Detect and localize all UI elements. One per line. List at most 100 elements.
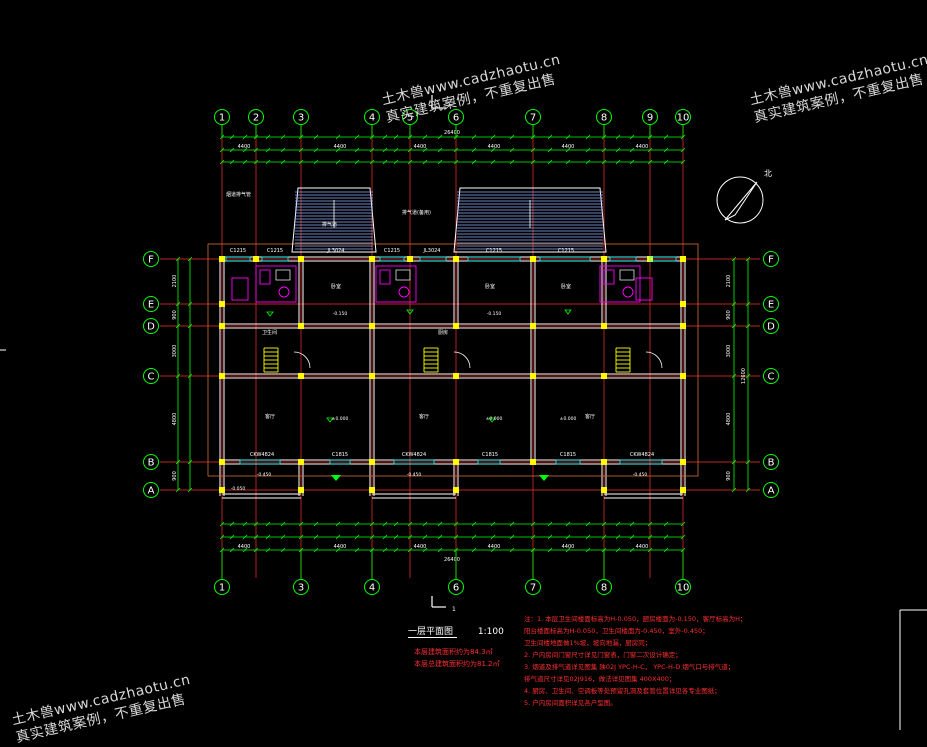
- window-label: JL3024: [327, 248, 345, 254]
- north-label: 北: [764, 169, 772, 178]
- kitchen-counter: [231, 277, 249, 301]
- dimension-tick: [369, 534, 375, 540]
- dimension-tick: [547, 159, 553, 165]
- dimension-tick: [663, 534, 669, 540]
- dimension-tick: [253, 521, 259, 527]
- window-label: C1215: [267, 248, 283, 254]
- grid-bubble-label: D: [767, 322, 775, 333]
- dimension-tick: [280, 147, 286, 153]
- dimension-tick: [369, 521, 375, 527]
- grid-bubble-label: E: [148, 300, 154, 311]
- structural-column: [219, 487, 225, 493]
- dimension-tick: [601, 534, 607, 540]
- balcony-hatches: [291, 187, 607, 253]
- dimension-tick: [187, 459, 193, 465]
- dimension-tick: [219, 521, 225, 527]
- level-marker: [406, 309, 414, 315]
- dimension-tick: [509, 521, 515, 527]
- dimension-tick: [647, 159, 653, 165]
- grid-bubble-label: D: [147, 322, 155, 333]
- area-notes: 本层建筑面积约为84.3㎡ 本层总建筑面积约为81.2㎡: [414, 646, 500, 670]
- grid-bubble-label: 5: [407, 113, 413, 124]
- elevation-label: -0.450: [407, 472, 422, 478]
- dimension-tick: [647, 547, 653, 553]
- dimension-tick: [615, 534, 621, 540]
- plan-annotation: 排气道(备用): [402, 209, 431, 216]
- dimension-tick: [509, 534, 515, 540]
- grid-bubble-label: 8: [601, 113, 607, 124]
- dimension-tick: [407, 534, 413, 540]
- dimension-tick: [565, 159, 571, 165]
- dimension-tick: [601, 159, 607, 165]
- room-name: 客厅: [265, 413, 275, 420]
- dimension-tick: [393, 134, 399, 140]
- section-label: 1: [452, 606, 456, 613]
- dimension-label: 4800: [726, 413, 732, 426]
- dimension-tick: [280, 134, 286, 140]
- dimension-tick: [393, 521, 399, 527]
- dimension-tick: [382, 521, 388, 527]
- dimension-tick: [298, 147, 304, 153]
- structural-column: [369, 459, 375, 465]
- dimension-tick: [437, 534, 443, 540]
- dimension-tick: [615, 134, 621, 140]
- structural-column: [298, 459, 304, 465]
- grid-bubble-label: 3: [298, 113, 304, 124]
- dimension-tick: [219, 159, 225, 165]
- washbasin: [619, 269, 635, 281]
- dimension-tick: [471, 134, 477, 140]
- structural-column: [530, 459, 536, 465]
- room-name: 卧室: [331, 283, 341, 290]
- grid-bubble: [763, 251, 779, 267]
- dimension-tick: [335, 147, 341, 153]
- level-marker: [266, 311, 274, 317]
- window-label: CKW4824: [402, 452, 426, 458]
- dimension-tick: [219, 147, 225, 153]
- dimension-tick: [298, 159, 304, 165]
- dimension-tick: [490, 534, 496, 540]
- structural-column: [298, 487, 304, 493]
- dimension-tick: [629, 547, 635, 553]
- dimension-tick: [565, 521, 571, 527]
- dimension-label: 4400: [636, 544, 649, 550]
- grid-bubble-label: 8: [601, 583, 607, 594]
- dimension-tick: [547, 134, 553, 140]
- window-label: CKW4824: [630, 452, 654, 458]
- dimension-tick: [175, 256, 181, 262]
- dimension-tick: [253, 159, 259, 165]
- window-top: [225, 256, 251, 262]
- dimension-tick: [490, 134, 496, 140]
- dimension-tick: [731, 373, 737, 379]
- structural-column: [369, 323, 375, 329]
- elevation-label: -0.450: [257, 472, 272, 478]
- dimension-tick: [175, 373, 181, 379]
- window-label: C1815: [332, 452, 348, 458]
- plan-annotation: 卫生间: [262, 329, 277, 336]
- dimension-tick: [629, 534, 635, 540]
- grid-bubble-label: 1: [219, 113, 225, 124]
- dimension-tick: [253, 147, 259, 153]
- dimension-tick: [585, 159, 591, 165]
- structural-column: [453, 459, 459, 465]
- dimension-tick: [187, 301, 193, 307]
- door-swing: [645, 351, 663, 369]
- structural-column: [298, 373, 304, 379]
- dimension-tick: [647, 147, 653, 153]
- dimension-tick: [298, 521, 304, 527]
- grid-bubble: [525, 579, 541, 595]
- grid-bubble-label: 7: [530, 113, 536, 124]
- dimension-total: 26400: [444, 557, 460, 563]
- window-label: CKW4824: [250, 452, 274, 458]
- dimension-tick: [663, 521, 669, 527]
- plan-annotation: 烟道排气管: [226, 191, 251, 198]
- outer-wall-outline: [207, 243, 699, 477]
- dimension-tick: [422, 159, 428, 165]
- grid-bubble: [364, 109, 380, 125]
- grid-bubble: [763, 368, 779, 384]
- window-label: C1215: [230, 248, 246, 254]
- dimension-tick: [647, 534, 653, 540]
- structural-column: [298, 323, 304, 329]
- north-circle: [716, 176, 764, 224]
- structural-column: [219, 256, 225, 262]
- dimension-tick: [731, 256, 737, 262]
